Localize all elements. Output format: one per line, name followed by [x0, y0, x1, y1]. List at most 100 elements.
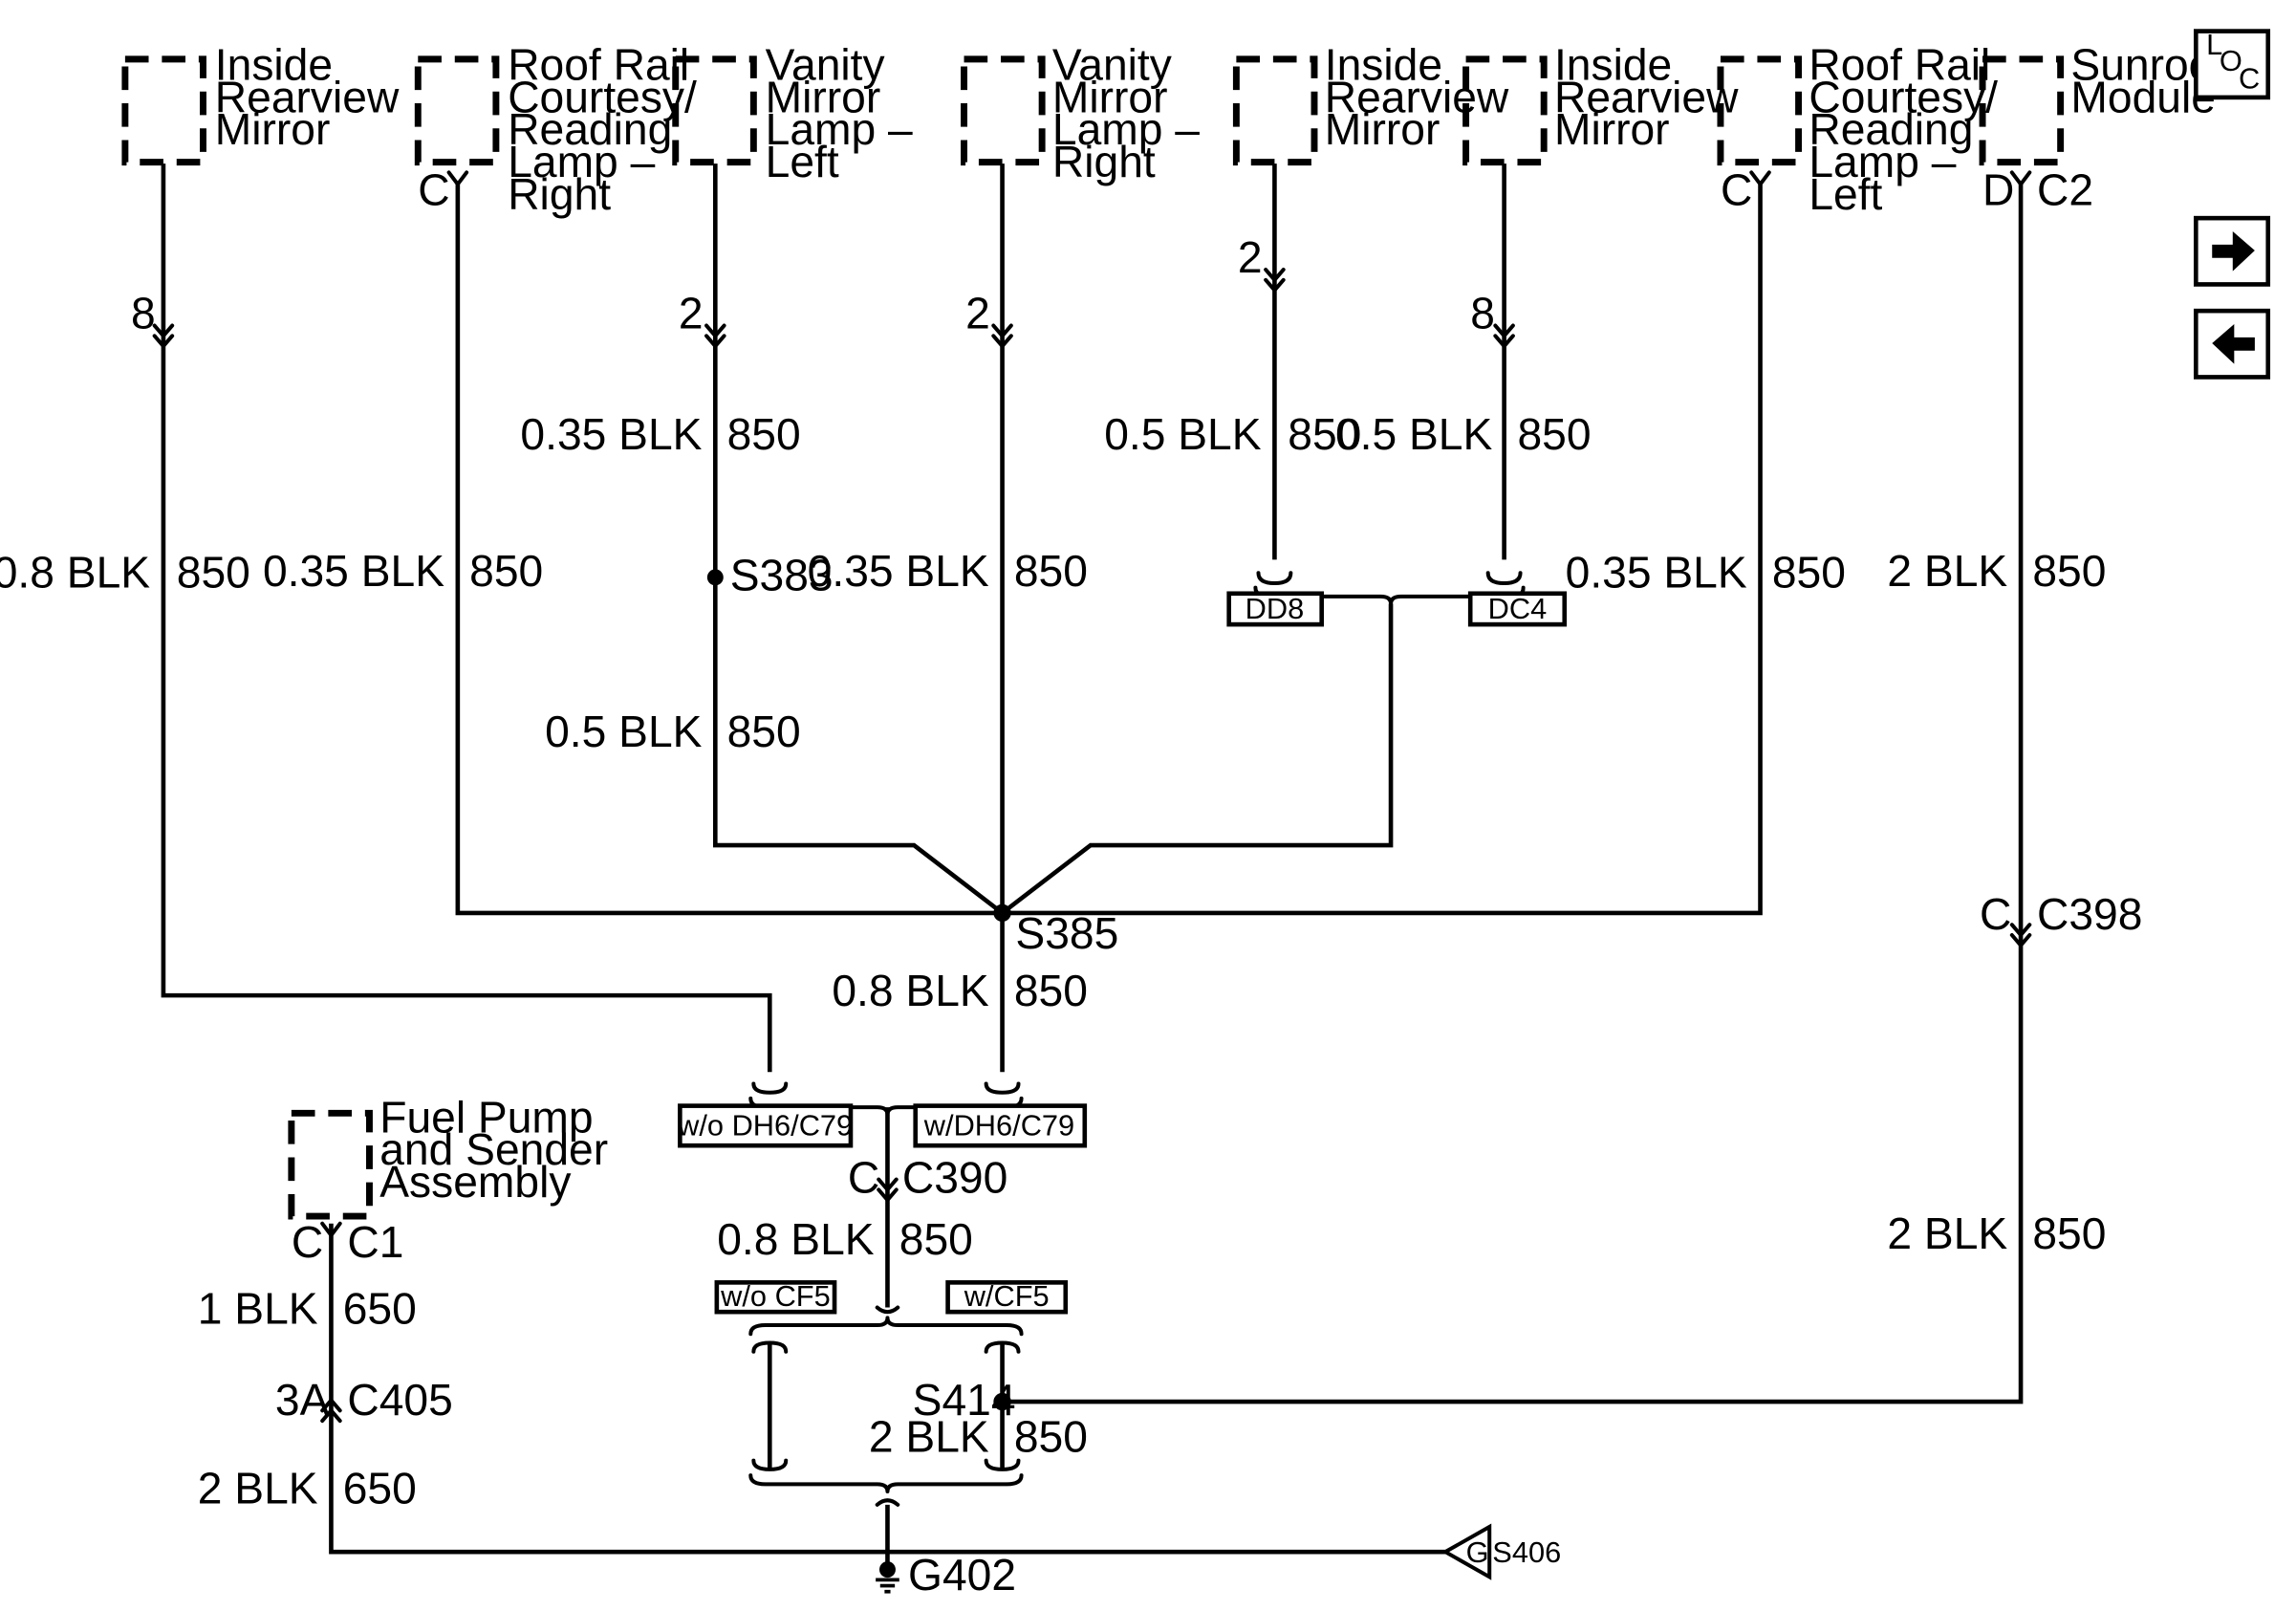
- wire-mirror-1: [161, 163, 772, 1073]
- label-roof-rail-right: Roof Rail Courtesy/ Reading Lamp – Right: [508, 39, 709, 218]
- splice-s385-dot: [993, 903, 1011, 923]
- option-dc4-box: [1467, 591, 1568, 627]
- inside-rearview-mirror-2-box[interactable]: [1232, 55, 1318, 166]
- pin-vanity-left: 2: [679, 289, 704, 338]
- left-arrow-icon: [2212, 324, 2255, 364]
- pin-roof-rail-right: C: [418, 164, 449, 214]
- ground-g402-label: G402: [908, 1550, 1016, 1600]
- circuit-number: 850: [727, 707, 801, 756]
- pin-mirror-2: 2: [1238, 232, 1263, 282]
- locator-button-box[interactable]: [2193, 29, 2271, 100]
- option-dc4-label: DC4: [1488, 592, 1548, 625]
- circuit-number: 850: [1288, 409, 1361, 459]
- roof-rail-lamp-right-box[interactable]: [414, 55, 500, 166]
- wire-gauge: 2 BLK: [869, 1411, 989, 1461]
- circuit-number: 850: [899, 1214, 973, 1264]
- prev-page-button[interactable]: [2193, 308, 2271, 380]
- reference-triangle-icon[interactable]: [1440, 1523, 1492, 1580]
- wires: [161, 163, 2024, 1570]
- wire-gauge: 1 BLK: [198, 1283, 318, 1333]
- wire-gauge: 2 BLK: [1887, 546, 2007, 596]
- splices: S383 S385 S414: [706, 551, 1118, 1425]
- locator-c: C: [2239, 62, 2260, 96]
- sunroof-module-box[interactable]: [1979, 55, 2065, 166]
- circuit-number: 850: [1517, 409, 1591, 459]
- circuit-number: 850: [1014, 546, 1088, 596]
- vanity-mirror-lamp-right-box[interactable]: [961, 55, 1046, 166]
- option-w-dh6-label: w/DH6/C79: [923, 1108, 1074, 1142]
- circuit-number: 850: [1014, 966, 1088, 1015]
- right-arrow-icon: [2212, 231, 2255, 272]
- wire-vanity-left: [713, 163, 1004, 915]
- connector-c398-pin: C: [1980, 889, 2011, 939]
- option-wo-cf5-box: [714, 1280, 837, 1315]
- pin-sunroof: D: [1982, 164, 2014, 214]
- inside-rearview-mirror-3-box[interactable]: [1462, 55, 1548, 166]
- option-dd8-label: DD8: [1245, 592, 1305, 625]
- component-labels: Inside Rearview Mirror Roof Rail Courtes…: [215, 39, 2226, 1207]
- inside-rearview-mirror-1-box[interactable]: [121, 55, 206, 166]
- option-wo-dh6-box: [678, 1103, 854, 1148]
- pin-vanity-right: 2: [965, 289, 990, 338]
- label-roof-rail-left: Roof Rail Courtesy/ Reading Lamp – Left: [1809, 39, 2009, 218]
- wire-gauge: 0.8 BLK: [832, 966, 989, 1015]
- vanity-mirror-lamp-left-box[interactable]: [672, 55, 757, 166]
- component-boxes: [121, 55, 2065, 1220]
- circuit-number: 850: [727, 409, 801, 459]
- next-page-button[interactable]: [2193, 215, 2271, 287]
- wire-gauge: 0.5 BLK: [1104, 409, 1262, 459]
- bracket-cf5: [748, 1305, 1024, 1354]
- connector-c390-symbol: [877, 1177, 899, 1203]
- pin-fuel-pump: C: [292, 1217, 323, 1267]
- locator-button[interactable]: L O C: [2193, 28, 2271, 100]
- connector-c398-label: C398: [2037, 889, 2142, 939]
- splice-s414-dot: [993, 1392, 1011, 1411]
- locator-l: L: [2206, 28, 2222, 61]
- wire-gauge: 0.5 BLK: [1335, 409, 1493, 459]
- splice-s383-dot: [706, 569, 724, 586]
- wire-roof-rail-right: [455, 184, 1003, 916]
- circuit-number: 650: [343, 1463, 417, 1513]
- option-w-cf5-box: [945, 1280, 1069, 1315]
- label-mirror-3: Inside Rearview Mirror: [1554, 39, 1750, 154]
- fork-roof-rail-right: [446, 170, 469, 186]
- option-w-cf5-label: w/CF5: [964, 1279, 1050, 1313]
- wire-labels: 0.8 BLK 850 0.35 BLK 850 0.35 BLK 850 0.…: [0, 409, 2106, 1513]
- splice-s383-label: S383: [730, 551, 834, 600]
- fork-fuel-pump: [320, 1221, 342, 1238]
- locator-o: O: [2220, 44, 2242, 77]
- pin-mirror-1: 8: [131, 289, 156, 338]
- wire-gauge: 0.8 BLK: [717, 1214, 875, 1264]
- pin-roof-rail-left: C: [1721, 164, 1752, 214]
- label-vanity-right: Vanity Mirror Lamp – Right: [1052, 39, 1212, 186]
- ground-g402-dot: [878, 1561, 896, 1578]
- option-w-dh6-box: [913, 1103, 1088, 1148]
- wire-gauge: 0.35 BLK: [1566, 548, 1747, 598]
- wire-roof-rail-left: [1002, 184, 1763, 916]
- option-dd8-box: [1226, 591, 1324, 627]
- wire-gauge: 2 BLK: [1887, 1208, 2007, 1258]
- connector-c390-pin: C: [848, 1152, 879, 1202]
- label-mirror-2: Inside Rearview Mirror: [1325, 39, 1521, 154]
- connector-c405-pin: 3A: [275, 1375, 330, 1425]
- circuit-number: 850: [2032, 1208, 2106, 1258]
- ground-icon: [876, 1578, 899, 1594]
- terminal-vanity-left: [704, 323, 726, 349]
- label-vanity-left: Vanity Mirror Lamp – Left: [766, 39, 925, 186]
- wire-dd8-dc4-merge: [1001, 603, 1394, 915]
- fuel-pump-sender-box[interactable]: [288, 1109, 373, 1220]
- connector-c405-label: C405: [347, 1375, 452, 1425]
- fork-roof-rail-left: [1749, 170, 1771, 186]
- roof-rail-lamp-left-box[interactable]: [1717, 55, 1803, 166]
- splice-s385-label: S385: [1015, 908, 1118, 958]
- pin-mirror-3: 8: [1470, 289, 1495, 338]
- reference-letter: G: [1466, 1535, 1489, 1569]
- splice-s414-label: S414: [913, 1375, 1016, 1425]
- reference-s406[interactable]: G S406: [1440, 1523, 1561, 1580]
- bracket-g402: [748, 1458, 1024, 1507]
- connector-c398-symbol: [2009, 923, 2032, 947]
- terminal-mirror-2: [1264, 268, 1286, 293]
- wire-gauge: 0.8 BLK: [0, 548, 150, 598]
- wire-sunroof: [1002, 184, 2024, 1404]
- fork-sunroof: [2009, 170, 2032, 186]
